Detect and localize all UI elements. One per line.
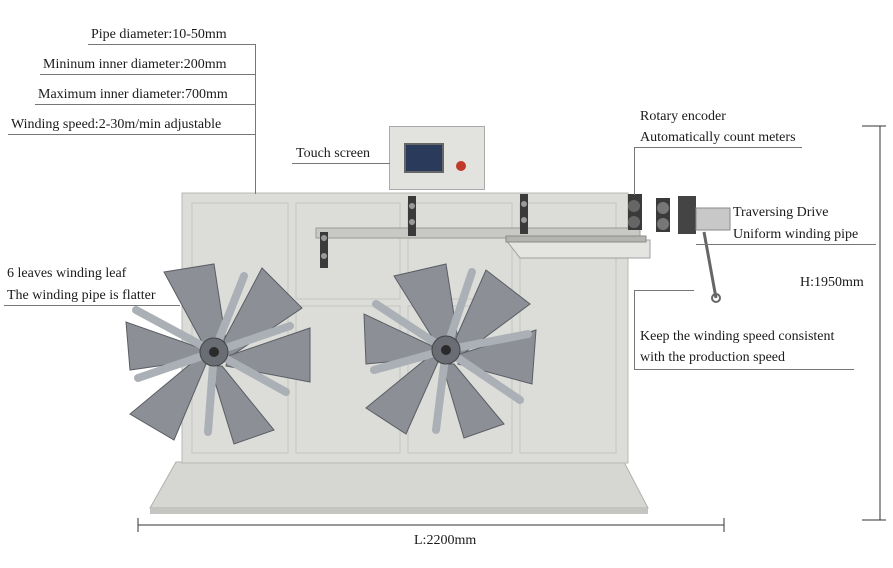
right-winding-reel: [363, 263, 537, 439]
leader-line: [4, 305, 180, 306]
leader-line: [88, 44, 256, 45]
leader-line: [634, 369, 854, 370]
control-box: [389, 126, 485, 190]
leader-line-vertical: [634, 290, 635, 370]
leader-line: [696, 244, 876, 245]
label-traversing-drive: Traversing Drive: [733, 205, 829, 220]
label-count-meters: Automatically count meters: [640, 130, 796, 145]
leader-line: [35, 104, 256, 105]
label-winding-speed: Winding speed:2-30m/min adjustable: [11, 117, 222, 132]
machine-base: [149, 461, 649, 509]
guide-rail: [315, 227, 641, 239]
traversing-tray: [504, 239, 651, 259]
label-length: L:2200mm: [414, 533, 477, 548]
machine-base-front: [150, 508, 648, 514]
stop-button: [456, 161, 466, 171]
label-keep-speed-2: with the production speed: [640, 350, 786, 365]
roller-brackets: [320, 194, 528, 268]
label-keep-speed-1: Keep the winding speed consistent: [640, 329, 835, 344]
leader-line: [8, 134, 256, 135]
left-winding-reel: [125, 263, 311, 445]
leader-line-vertical: [255, 44, 256, 194]
label-rotary-encoder: Rotary encoder: [640, 109, 726, 124]
leader-line-vertical: [634, 147, 635, 195]
label-height: H:1950mm: [800, 275, 864, 290]
traversing-drive-assembly: [628, 194, 731, 303]
touch-screen: [404, 143, 444, 173]
label-uniform-winding: Uniform winding pipe: [733, 227, 859, 242]
leader-line: [634, 147, 802, 148]
dimension-L: [137, 518, 725, 532]
label-min-inner-diameter: Mininum inner diameter:200mm: [43, 57, 227, 72]
label-max-inner-diameter: Maximum inner diameter:700mm: [38, 87, 228, 102]
label-six-leaves: 6 leaves winding leaf: [7, 266, 127, 281]
label-pipe-diameter: Pipe diameter:10-50mm: [91, 27, 227, 42]
leader-line: [634, 290, 694, 291]
label-touch-screen: Touch screen: [296, 146, 371, 161]
leader-line: [40, 74, 256, 75]
label-flatter: The winding pipe is flatter: [7, 288, 156, 303]
dimension-H: [862, 125, 886, 521]
leader-line: [292, 163, 390, 164]
